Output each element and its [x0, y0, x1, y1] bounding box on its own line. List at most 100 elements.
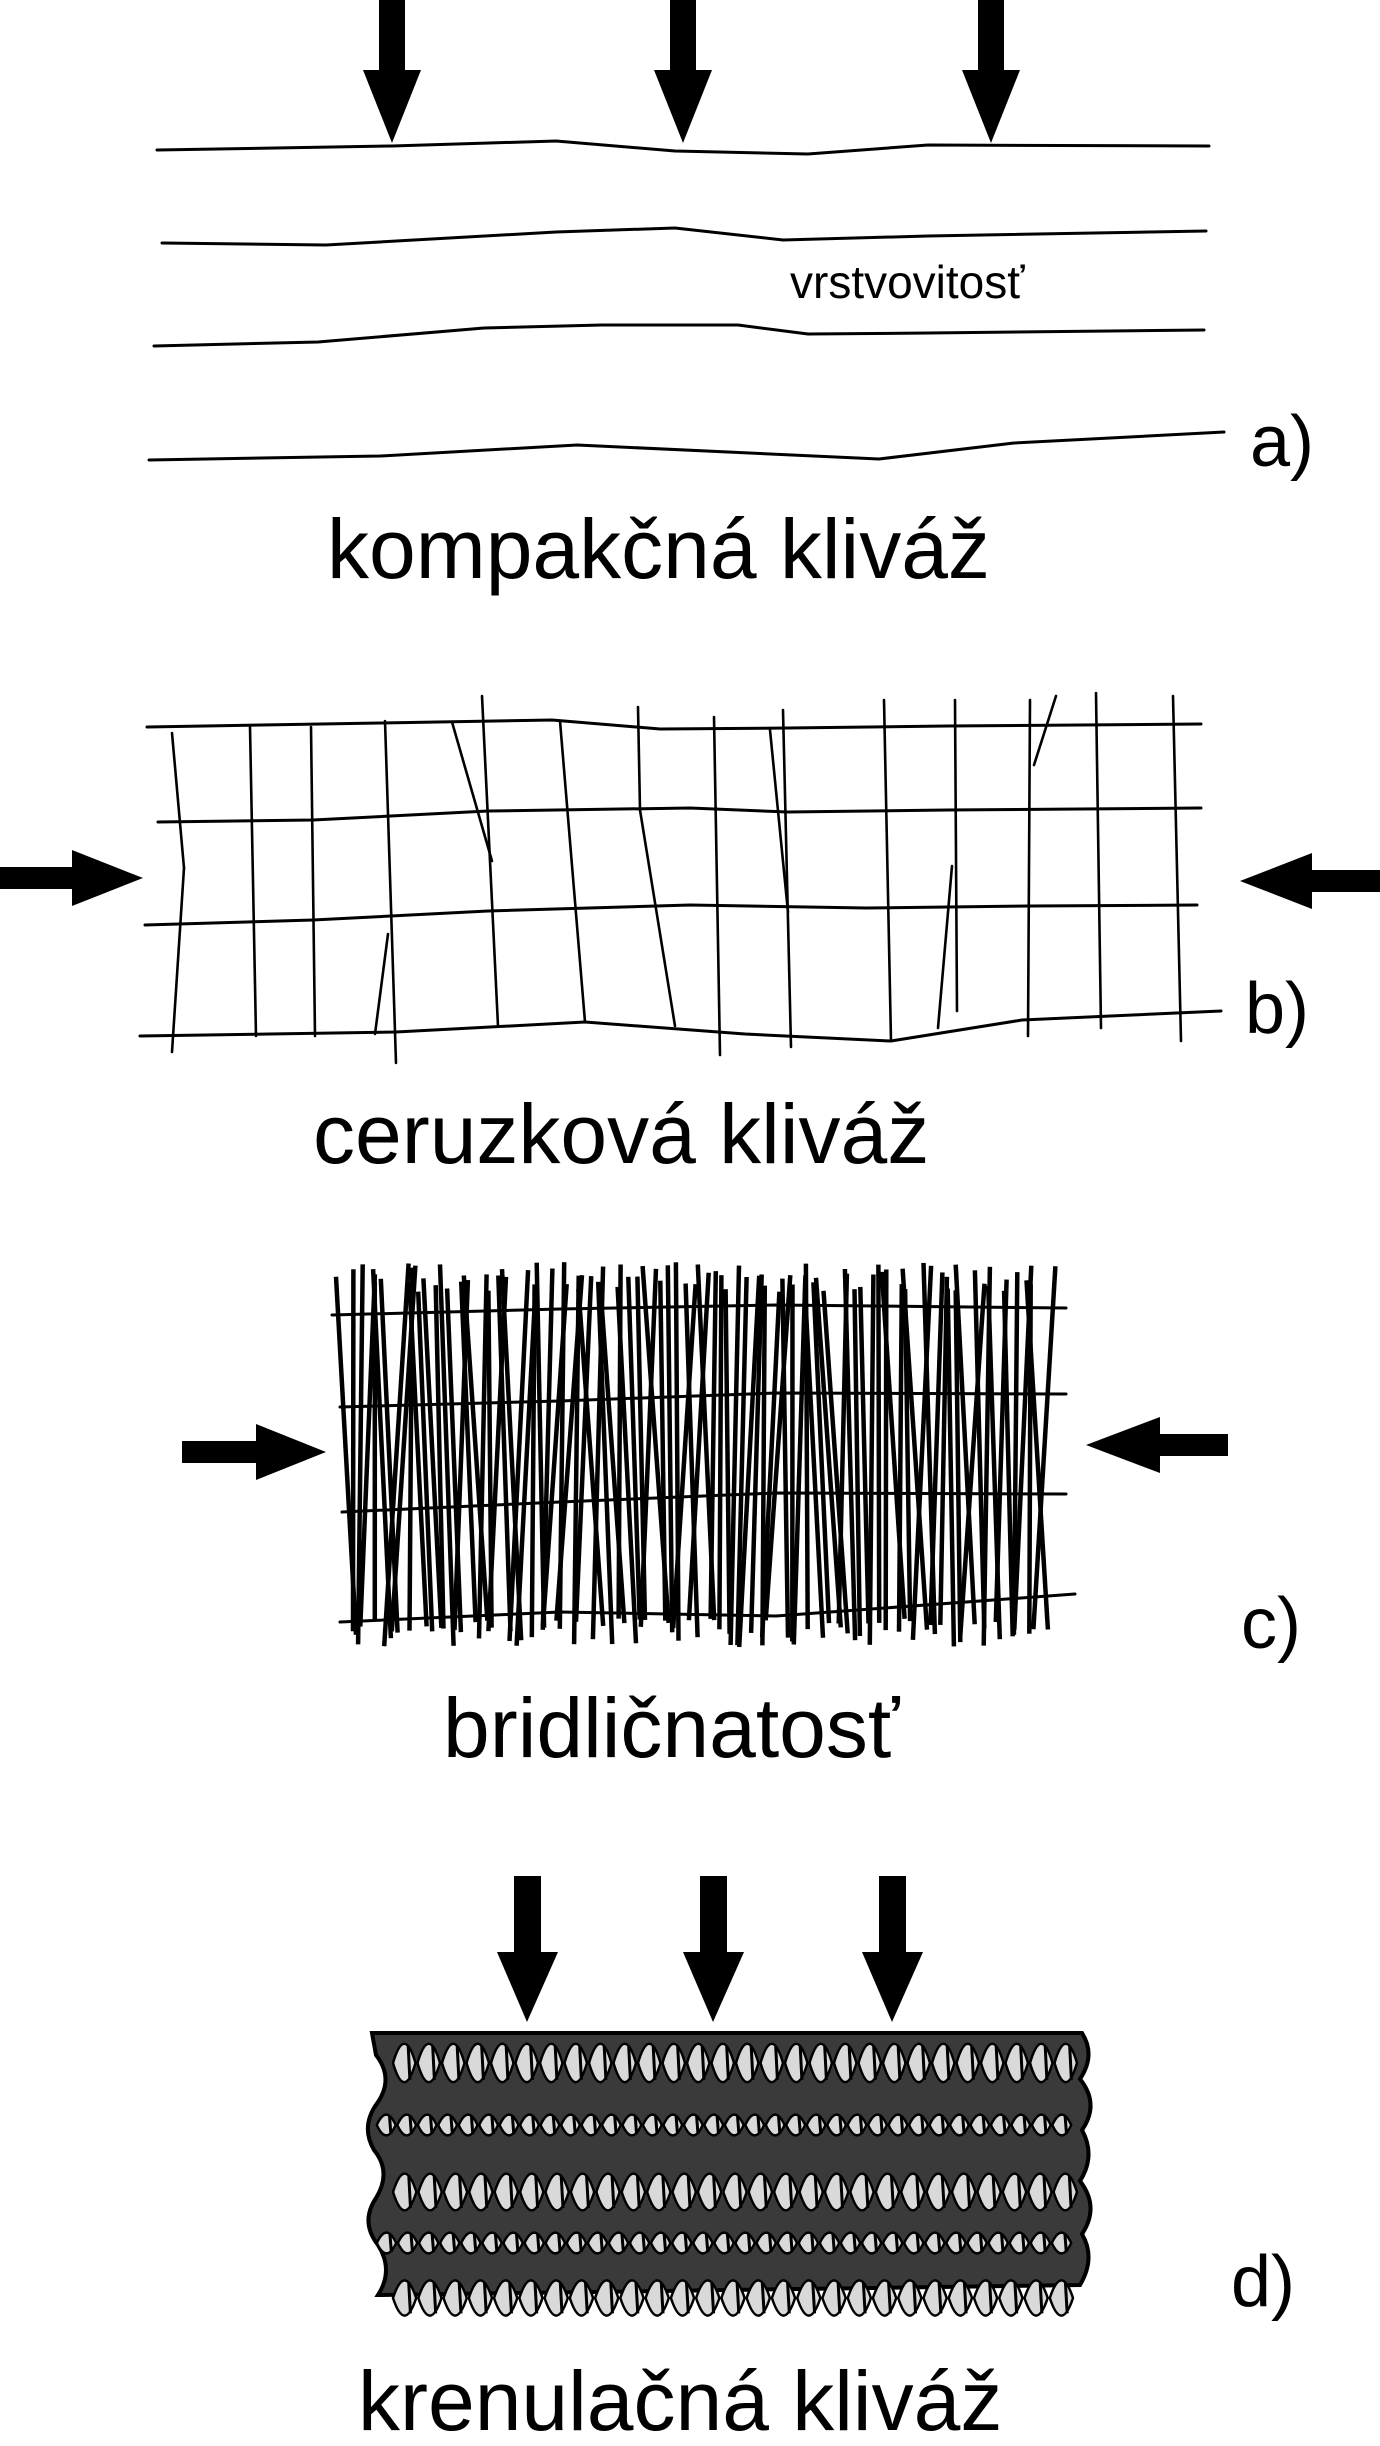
microlithon [419, 2233, 438, 2254]
crenulation-seam [687, 2283, 689, 2314]
crenulation-seam [390, 2234, 392, 2252]
panel-b: b) ceruzková kliváž [0, 693, 1380, 1181]
crenulation-seam [938, 2234, 940, 2252]
crenulation-seam [594, 2116, 595, 2134]
microlithon [1032, 2115, 1051, 2136]
crenulation-seam [799, 2116, 801, 2134]
crenulation-seam [892, 2176, 894, 2208]
crenulation-seam [601, 2234, 602, 2252]
crenulation-seam [517, 2234, 518, 2252]
crenulation-seam [863, 2283, 865, 2314]
crenulation-seam [531, 2046, 533, 2080]
crenulation-seam [874, 2046, 876, 2080]
microlithon [925, 2233, 944, 2254]
crenulation-seam [553, 2116, 554, 2134]
arrow-right-icon [0, 850, 143, 906]
microlithon [503, 2233, 522, 2254]
crenulation-seam [474, 2234, 476, 2252]
crenulation-seam [561, 2176, 563, 2208]
microlithon [889, 2115, 908, 2136]
crenulation-seam [460, 2176, 462, 2208]
crenulation-seam [636, 2283, 638, 2314]
crenulation-seam [580, 2234, 581, 2252]
microlithon [868, 2115, 887, 2136]
microlithon [1011, 2115, 1030, 2136]
crenulation-seam [947, 2046, 949, 2080]
panel-c-slaty-cleavage-lines [336, 1262, 1055, 1647]
microlithon [440, 2233, 459, 2254]
crenulation-seam [968, 2176, 970, 2208]
crenulation-seam [889, 2283, 891, 2314]
crenulation-seam [917, 2234, 919, 2252]
microlithon [651, 2233, 670, 2254]
panel-a-bedding-lines [149, 141, 1224, 460]
microlithon [757, 2233, 776, 2254]
panel-b-letter: b) [1245, 969, 1309, 1049]
crenulation-seam [959, 2234, 961, 2252]
crenulation-seam [409, 2283, 411, 2314]
microlithon [546, 2233, 565, 2254]
cleavage-line [878, 1265, 879, 1623]
crenulation-seam [762, 2283, 764, 2314]
crenulation-seam [492, 2116, 493, 2134]
microlithon [946, 2233, 965, 2254]
microlithon [588, 2233, 607, 2254]
crenulation-seam [838, 2283, 840, 2314]
microlithon [438, 2115, 457, 2136]
crenulation-seam [685, 2234, 687, 2252]
crenulation-seam [433, 2046, 435, 2080]
crenulation-seam [653, 2046, 655, 2080]
crenulation-seam [574, 2116, 575, 2134]
microlithon [989, 2233, 1008, 2254]
microlithon [807, 2115, 826, 2136]
panel-d-letter: d) [1231, 2242, 1295, 2322]
crenulation-seam [788, 2283, 790, 2314]
microlithon [561, 2115, 580, 2136]
bedding-label: vrstvovitosť [790, 256, 1025, 308]
crenulation-seam [990, 2283, 992, 2314]
microlithon [848, 2115, 867, 2136]
microlithon [602, 2115, 621, 2136]
crenulation-seam [510, 2176, 512, 2208]
microlithon [643, 2115, 662, 2136]
crenulation-seam [676, 2116, 677, 2134]
arrow-down-icon [862, 1876, 923, 2022]
crenulation-seam [559, 2234, 560, 2252]
crenulation-seam [825, 2046, 827, 2080]
crenulation-seam [678, 2046, 680, 2080]
crenulation-seam [1040, 2283, 1042, 2314]
crenulation-seam [854, 2234, 856, 2252]
crenulation-seam [451, 2116, 453, 2134]
crenulation-seam [538, 2234, 539, 2252]
microlithon [1010, 2233, 1029, 2254]
crenulation-seam [914, 2283, 916, 2314]
crenulation-seam [482, 2046, 484, 2080]
crenulation-seam [860, 2116, 861, 2134]
crenulation-seam [629, 2046, 631, 2080]
microlithon [704, 2115, 723, 2136]
microlithon [820, 2233, 839, 2254]
crenulation-seam [923, 2046, 925, 2080]
microlithon [684, 2115, 703, 2136]
arrow-down-icon [497, 1876, 558, 2022]
microlithon [971, 2115, 990, 2136]
arrow-left-icon [1086, 1417, 1228, 1473]
crenulation-seam [390, 2116, 391, 2134]
microlithon [623, 2115, 642, 2136]
crenulation-seam [612, 2176, 614, 2208]
cleavage-line [660, 1281, 665, 1621]
crenulation-seam [917, 2176, 919, 2208]
crenulation-seam [453, 2234, 455, 2252]
cleavage-line [726, 1289, 730, 1634]
microlithon [567, 2233, 586, 2254]
crenulation-seam [790, 2176, 792, 2208]
microlithon [397, 2115, 416, 2136]
microlithon [967, 2233, 986, 2254]
crenulation-seam [661, 2283, 663, 2314]
crenulation-seam [697, 2116, 698, 2134]
crenulation-seam [512, 2116, 513, 2134]
crenulation-seam [604, 2046, 606, 2080]
crenulation-seam [1004, 2116, 1006, 2134]
crenulation-seam [922, 2116, 923, 2134]
